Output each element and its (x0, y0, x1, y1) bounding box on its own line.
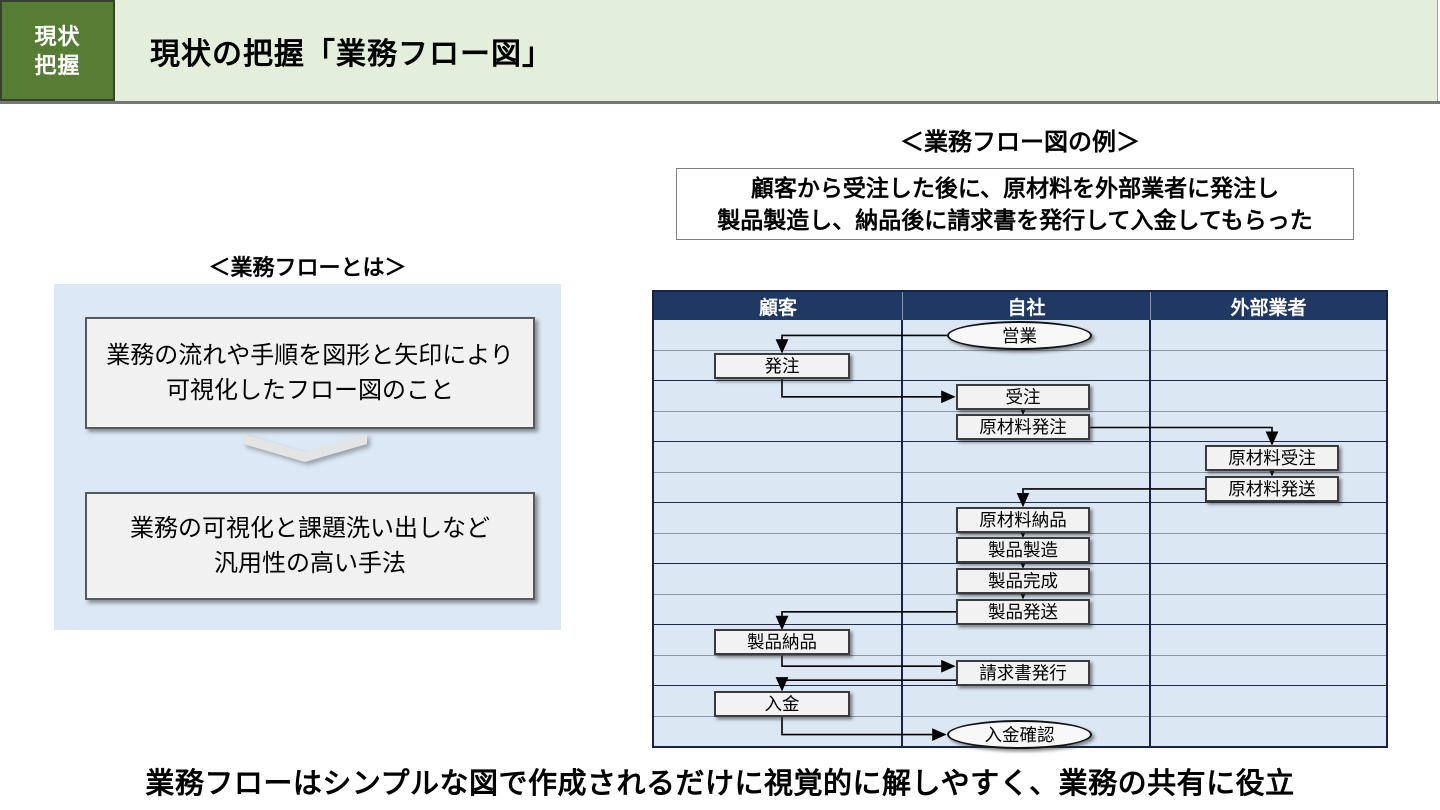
column-header-external-vendor: 外部業者 (1150, 292, 1386, 320)
flow-node-material-order: 原材料発注 (956, 414, 1090, 440)
concept-definition-line2: 可視化したフロー図のこと (166, 377, 454, 404)
flow-node-material-ship: 原材料発送 (1205, 476, 1339, 502)
concept-definition-box: 業務の流れや手順を図形と矢印により 可視化したフロー図のこと (85, 317, 535, 429)
badge-line1: 現状 (34, 23, 81, 49)
header-band (115, 0, 1438, 101)
table-row (654, 625, 1386, 656)
example-description-box: 顧客から受注した後に、原材料を外部業者に発注し 製品製造し、納品後に請求書を発行… (676, 168, 1354, 240)
column-divider (1149, 320, 1151, 746)
flow-node-invoice: 請求書発行 (956, 660, 1090, 686)
concept-title: ＜業務フローとは＞ (208, 255, 407, 280)
flow-node-dispatch: 製品発送 (956, 599, 1090, 625)
flow-node-complete: 製品完成 (956, 568, 1090, 594)
flow-node-order: 発注 (714, 353, 850, 379)
header-divider (0, 101, 1440, 104)
badge-line2: 把握 (34, 52, 81, 78)
flow-node-material-receive: 原材料受注 (1205, 445, 1339, 471)
example-description-line1: 顧客から受注した後に、原材料を外部業者に発注し (750, 175, 1280, 201)
flow-node-material-delivery: 原材料納品 (956, 507, 1090, 533)
section-badge: 現状 把握 (0, 0, 115, 101)
concept-benefit-box: 業務の可視化と課題洗い出しなど 汎用性の高い手法 (85, 492, 535, 600)
flow-node-receive-order: 受注 (956, 384, 1090, 410)
table-row (654, 412, 1386, 442)
concept-definition-line1: 業務の流れや手順を図形と矢印により (106, 342, 514, 369)
column-header-own-company: 自社 (902, 292, 1150, 320)
flow-node-payment: 入金 (714, 691, 850, 717)
column-header-customer: 顧客 (758, 297, 797, 319)
footer-text: 業務フローはシンプルな図で作成されるだけに視覚的に解しやすく、業務の共有に役立 (145, 768, 1295, 800)
page-title: 現状の把握「業務フロー図」 (150, 37, 553, 71)
table-row (654, 442, 1386, 473)
column-divider (901, 320, 903, 746)
flow-node-sales: 営業 (947, 321, 1092, 350)
example-title: ＜業務フロー図の例＞ (900, 129, 1140, 156)
table-row (654, 320, 1386, 351)
business-flow-table: 顧客 自社 外部業者 (652, 290, 1388, 749)
concept-panel: 業務の流れや手順を図形と矢印により 可視化したフロー図のこと 業務の可視化と課題… (54, 284, 561, 630)
flow-node-manufacture: 製品製造 (956, 537, 1090, 563)
concept-benefit-line2: 汎用性の高い手法 (214, 550, 406, 577)
flow-node-payment-confirm: 入金確認 (947, 720, 1092, 749)
concept-benefit-line1: 業務の可視化と課題洗い出しなど (130, 515, 490, 542)
flow-table-header: 顧客 自社 外部業者 (654, 292, 1386, 320)
table-row (654, 686, 1386, 717)
chevron-down-icon (243, 434, 367, 462)
flow-node-product-delivery: 製品納品 (714, 629, 850, 655)
example-description-line2: 製品製造し、納品後に請求書を発行して入金してもらった (717, 207, 1313, 233)
table-row (654, 351, 1386, 381)
